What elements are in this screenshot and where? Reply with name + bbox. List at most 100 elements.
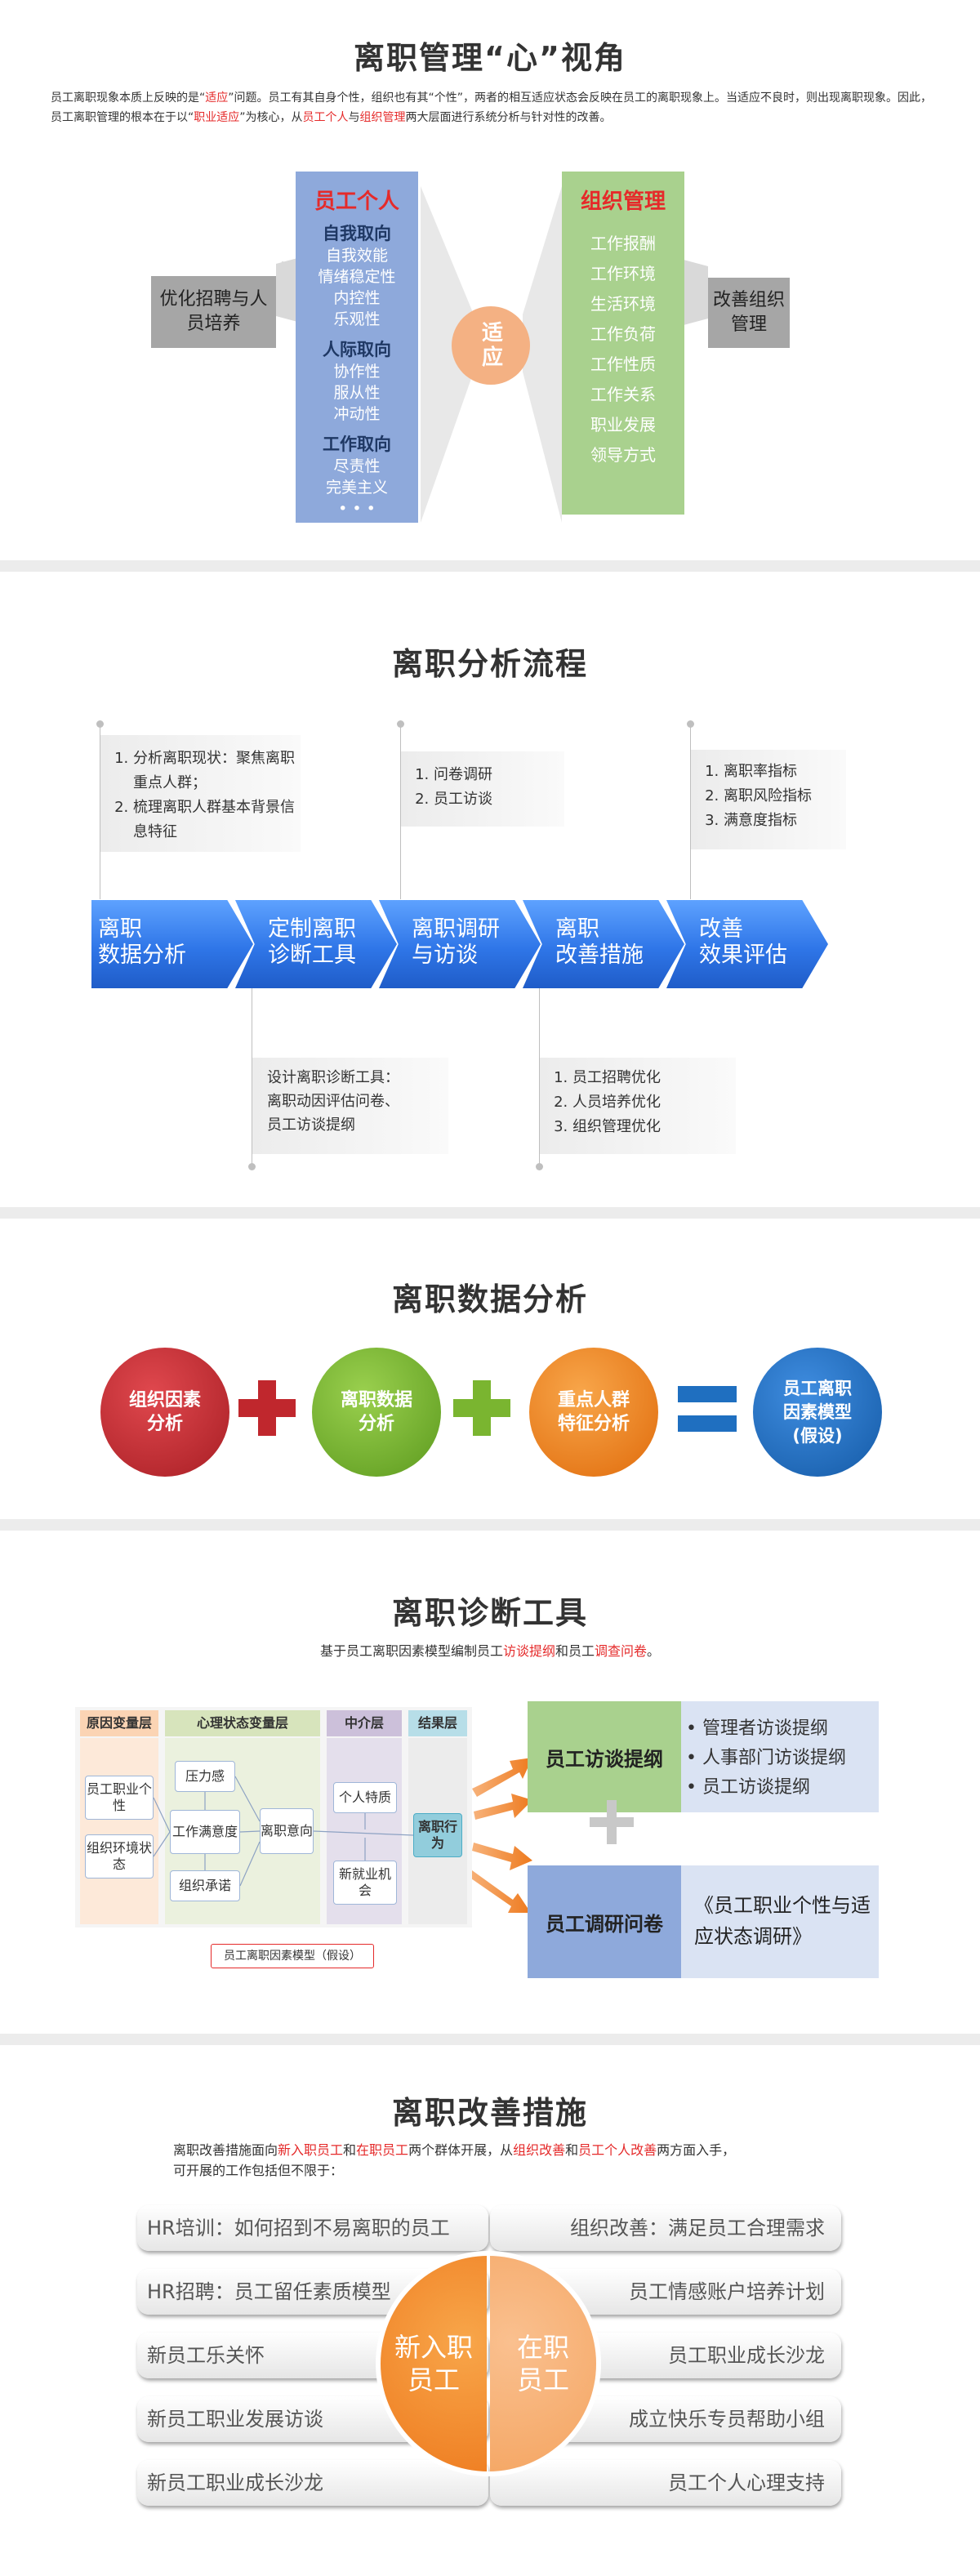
sec2-title: 离职分析流程 bbox=[391, 646, 588, 682]
recruit-training-box: 优化招聘与人员培养 bbox=[151, 276, 276, 348]
callout-top-2: 问卷调研员工访谈 bbox=[401, 751, 564, 827]
psy-stress: 压力感 bbox=[175, 1761, 235, 1792]
process-step: 离职 数据分析 bbox=[91, 900, 253, 988]
circle-new-hires: 新入职 员工 bbox=[381, 2256, 487, 2471]
org-item: 工作环境 bbox=[590, 264, 656, 283]
list-item: 离职率指标 bbox=[724, 760, 846, 784]
interview-item: • 人事部门访谈提纲 bbox=[686, 1748, 846, 1768]
list-item: 员工访谈 bbox=[434, 787, 564, 812]
mid-new-job: 新就业机会 bbox=[333, 1861, 397, 1905]
psy-intention: 离职意向 bbox=[260, 1808, 314, 1854]
layer-mediator: 中介层 bbox=[327, 1710, 402, 1736]
tool-interview-title: 员工访谈提纲 bbox=[528, 1701, 681, 1812]
mid-trait: 个人特质 bbox=[333, 1782, 397, 1813]
intro-segment: 组织管理 bbox=[359, 111, 406, 124]
intro-segment: 离职改善措施面向 bbox=[173, 2142, 278, 2158]
cause-org-env: 组织环境状态 bbox=[85, 1834, 154, 1879]
line-3 bbox=[400, 724, 401, 899]
intro-segment: 员工个人改善 bbox=[578, 2142, 657, 2158]
sec1-title: 离职管理“心”视角 bbox=[354, 40, 626, 76]
circle-org-factors: 组织因素 分析 bbox=[100, 1348, 229, 1477]
layer-cause: 原因变量层 bbox=[80, 1710, 158, 1736]
individual-groups: 自我取向自我效能情绪稳定性内控性乐观性人际取向协作性服从性冲动性工作取向尽责性完… bbox=[296, 222, 418, 519]
sec4-subtitle: 基于员工离职因素模型编制员工访谈提纲和员工调查问卷。 bbox=[0, 1640, 980, 1660]
trait-item: 自我效能 bbox=[325, 247, 388, 265]
callout-top-3: 离职率指标离职风险指标满意度指标 bbox=[691, 750, 846, 849]
intro-segment: ”为核心，从 bbox=[239, 111, 303, 124]
model-diagram: 原因变量层 心理状态变量层 中介层 结果层 员工职业个性 组织环境状态 压力感 … bbox=[75, 1707, 472, 1928]
trait-item: • • • bbox=[338, 500, 376, 518]
org-item: 职业发展 bbox=[590, 415, 656, 435]
intro-segment: 访谈提纲 bbox=[502, 1643, 555, 1659]
intro-segment: 与 bbox=[348, 111, 360, 124]
list-item: 员工招聘优化 bbox=[572, 1066, 736, 1090]
list-item: 人员培养优化 bbox=[572, 1090, 736, 1115]
list-item: 梳理离职人群基本背景信息特征 bbox=[133, 796, 301, 845]
intro-segment: 两个群体开展，从 bbox=[408, 2142, 514, 2158]
process-step: 离职 改善措施 bbox=[523, 900, 684, 988]
model-caption: 员工离职因素模型（假设） bbox=[211, 1944, 374, 1968]
interview-item: • 员工访谈提纲 bbox=[686, 1777, 810, 1798]
individual-column: 员工个人 自我取向自我效能情绪稳定性内控性乐观性人际取向协作性服从性冲动性工作取… bbox=[296, 172, 418, 523]
layer-psych: 心理状态变量层 bbox=[165, 1710, 320, 1736]
circle-model: 员工离职 因素模型 (假设) bbox=[753, 1348, 882, 1477]
cause-personality: 员工职业个性 bbox=[85, 1776, 154, 1820]
trait-item: 服从性 bbox=[333, 384, 381, 402]
org-item: 工作负荷 bbox=[590, 324, 656, 344]
process-step: 改善 效果评估 bbox=[666, 900, 828, 988]
dot-5 bbox=[687, 720, 694, 728]
trait-item: 内控性 bbox=[333, 289, 381, 307]
callout-top-1: 分析离职现状：聚焦离职重点人群；梳理离职人群基本背景信息特征 bbox=[100, 735, 301, 852]
trait-item: 冲动性 bbox=[333, 405, 381, 423]
list-item: 分析离职现状：聚焦离职重点人群； bbox=[133, 747, 301, 796]
psy-satisfaction: 工作满意度 bbox=[170, 1810, 240, 1854]
plus-1-v bbox=[258, 1380, 276, 1436]
psy-commitment: 组织承诺 bbox=[170, 1870, 240, 1901]
sec1-connector-right bbox=[523, 186, 562, 523]
sec1-left-arrow bbox=[276, 257, 301, 323]
list-item: 离职风险指标 bbox=[724, 784, 846, 809]
process-step: 离职调研 与访谈 bbox=[379, 900, 541, 988]
intro-segment: 组织改善 bbox=[513, 2142, 566, 2158]
intro-segment: 新入职员工 bbox=[278, 2142, 344, 2158]
tool-survey-title: 员工调研问卷 bbox=[528, 1865, 681, 1978]
org-items: 工作报酬工作环境生活环境工作负荷工作性质工作关系职业发展领导方式 bbox=[562, 229, 684, 470]
tool-interview-list: • 管理者访谈提纲 • 人事部门访谈提纲 • 员工访谈提纲 bbox=[681, 1701, 879, 1812]
list-item: 组织管理优化 bbox=[572, 1115, 736, 1139]
adapt-circle: 适应 bbox=[452, 306, 530, 385]
intro-segment: 和 bbox=[565, 2142, 579, 2158]
intro-segment: 两大层面进行系统分析与针对性的改善。 bbox=[405, 111, 612, 124]
line-4 bbox=[539, 988, 540, 1166]
tool-plus-v bbox=[607, 1800, 617, 1844]
dot-3 bbox=[397, 720, 404, 728]
dot-4 bbox=[536, 1163, 543, 1170]
line-5 bbox=[690, 724, 691, 899]
intro-segment: 员工个人 bbox=[302, 111, 349, 124]
sec5-intro: 离职改善措施面向新入职员工和在职员工两个群体开展，从组织改善和员工个人改善两方面… bbox=[173, 2140, 735, 2181]
trait-group-head: 人际取向 bbox=[323, 340, 391, 359]
process-step: 定制离职 诊断工具 bbox=[235, 900, 397, 988]
divider-2 bbox=[0, 1207, 980, 1219]
layer-result: 结果层 bbox=[408, 1710, 467, 1736]
intro-segment: 基于员工离职因素模型编制员工 bbox=[319, 1643, 503, 1659]
dot-2 bbox=[248, 1163, 256, 1170]
org-item: 生活环境 bbox=[590, 294, 656, 314]
org-item: 工作关系 bbox=[590, 385, 656, 404]
divider-4 bbox=[0, 2034, 980, 2045]
measure-current-staff: 组织改善：满足员工合理需求 bbox=[490, 2205, 841, 2251]
trait-group-head: 自我取向 bbox=[323, 224, 391, 243]
sec1-intro: 员工离职现象本质上反映的是“适应”问题。员工有其自身个性，组织也有其“个性”，两… bbox=[51, 88, 933, 127]
trait-item: 情绪稳定性 bbox=[318, 268, 396, 286]
divider-3 bbox=[0, 1519, 980, 1531]
dot-1 bbox=[96, 720, 104, 728]
trait-group-head: 工作取向 bbox=[323, 435, 391, 454]
intro-segment: 员工离职现象本质上反映的是“ bbox=[51, 91, 206, 105]
trait-item: 协作性 bbox=[333, 363, 381, 381]
interview-item: • 管理者访谈提纲 bbox=[686, 1718, 828, 1739]
org-column: 组织管理 工作报酬工作环境生活环境工作负荷工作性质工作关系职业发展领导方式 bbox=[562, 172, 684, 515]
circle-current-staff: 在职 员工 bbox=[490, 2256, 596, 2471]
sec5-intro-line2: 可开展的工作包括但不限于： bbox=[173, 2163, 344, 2178]
circle-key-group: 重点人群 特征分析 bbox=[529, 1348, 658, 1477]
plus-2-v bbox=[473, 1380, 491, 1436]
tool-survey-desc: 《员工职业个性与适应状态调研》 bbox=[681, 1865, 879, 1978]
